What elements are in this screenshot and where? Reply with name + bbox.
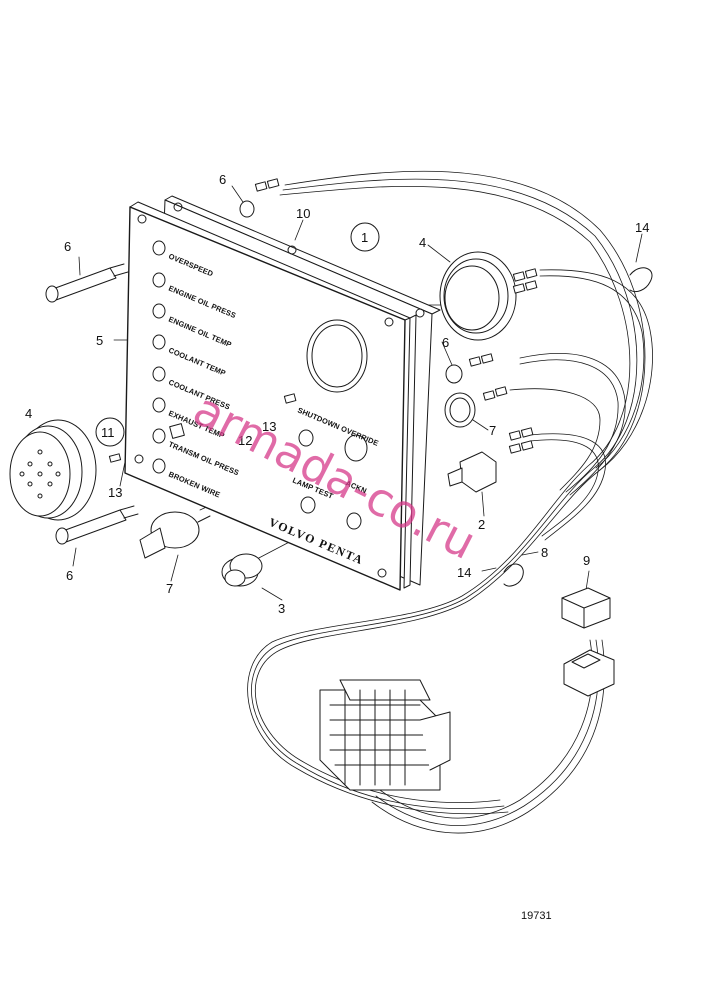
toggle-switch xyxy=(447,451,497,493)
callout-11: 11 xyxy=(101,425,115,440)
buzzer-left xyxy=(9,419,97,521)
ring-seal xyxy=(444,392,476,428)
callout-13-top: 13 xyxy=(262,419,276,434)
lamp-holder-top xyxy=(45,263,129,303)
callout-7-ring: 7 xyxy=(489,423,496,438)
sensor-plug xyxy=(221,553,263,587)
callout-13-bottom: 13 xyxy=(108,485,122,500)
callout-6-bottom: 6 xyxy=(66,568,73,583)
lamp-holes xyxy=(152,240,166,474)
callout-10: 10 xyxy=(296,206,310,221)
callout-4-ring: 4 xyxy=(419,235,426,250)
relay-socket xyxy=(563,649,615,697)
callout-6-right: 6 xyxy=(442,335,449,350)
top-grommet xyxy=(239,200,255,218)
callout-5: 5 xyxy=(96,333,103,348)
callout-6-top: 6 xyxy=(219,172,226,187)
pressure-switch xyxy=(139,511,211,559)
alarm-panel xyxy=(124,201,417,591)
terminal-block xyxy=(319,679,451,791)
callout-2: 2 xyxy=(478,517,485,532)
callout-14-bottom: 14 xyxy=(457,565,471,580)
callout-4-buzzer: 4 xyxy=(25,406,32,421)
cable-tie-bottom xyxy=(503,563,524,587)
callout-circle-1 xyxy=(350,222,380,252)
callout-12: 12 xyxy=(238,433,252,448)
callout-6-lamp: 6 xyxy=(64,239,71,254)
callout-9: 9 xyxy=(583,553,590,568)
callout-1: 1 xyxy=(361,230,368,245)
ring-nut xyxy=(439,251,517,341)
terminals xyxy=(108,178,538,463)
callout-7-switch: 7 xyxy=(166,581,173,596)
callout-8: 8 xyxy=(541,545,548,560)
callout-3: 3 xyxy=(278,601,285,616)
callout-circle-11 xyxy=(95,417,125,447)
cable-tie-top xyxy=(629,267,653,293)
lamp-holder-bottom xyxy=(55,505,139,545)
relay xyxy=(561,587,611,629)
small-grommet xyxy=(445,364,463,384)
callout-14-top: 14 xyxy=(635,220,649,235)
figure-reference: 19731 xyxy=(521,910,552,922)
callout-numbers: 1 2 3 4 4 5 6 6 6 6 7 7 8 9 10 11 12 13 … xyxy=(25,172,649,616)
